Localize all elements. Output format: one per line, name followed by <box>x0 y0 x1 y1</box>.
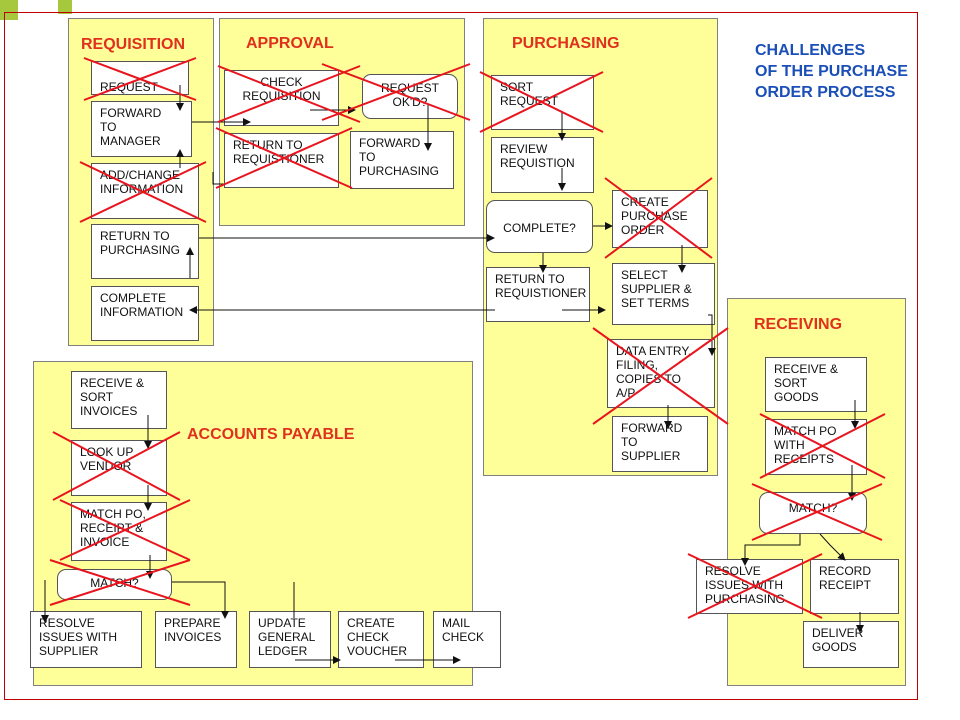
lane-title-receiving: RECEIVING <box>754 316 843 333</box>
step-update-general-ledger: UPDATE GENERAL LEDGER <box>249 611 331 668</box>
step-prepare-invoices: PREPARE INVOICES <box>155 611 237 668</box>
step-request-okd: REQUEST OK'D? <box>362 74 458 119</box>
lane-title-requisition: REQUISITION <box>81 36 186 53</box>
corner-accent-bar <box>58 0 72 14</box>
step-sort-request: SORT REQUEST <box>491 75 594 130</box>
challenges-title: CHALLENGES OF THE PURCHASE ORDER PROCESS <box>755 42 908 101</box>
lane-title-purchasing: PURCHASING <box>512 35 620 52</box>
step-complete-decision: COMPLETE? <box>486 200 593 253</box>
step-data-entry: DATA ENTRY, FILING, COPIES TO A/P <box>607 339 715 408</box>
step-review-requistion: REVIEW REQUISTION <box>491 137 594 193</box>
step-return-to-purchasing: RETURN TO PURCHASING <box>91 224 199 279</box>
step-forward-to-supplier: FORWARD TO SUPPLIER <box>612 416 708 472</box>
step-look-up-vendor: LOOK UP VENDOR <box>71 440 167 496</box>
step-match-po-receipts: MATCH PO WITH RECEIPTS <box>765 419 867 475</box>
step-select-supplier: SELECT SUPPLIER & SET TERMS <box>612 263 715 325</box>
step-forward-to-purchasing: FORWARD TO PURCHASING <box>350 131 454 189</box>
step-match-po-receipt-invoice: MATCH PO, RECEIPT & INVOICE <box>71 502 167 561</box>
step-request: REQUEST <box>91 61 189 95</box>
lane-title-approval: APPROVAL <box>246 35 334 52</box>
slide-frame <box>4 12 918 700</box>
step-create-check-voucher: CREATE CHECK VOUCHER <box>338 611 424 668</box>
step-forward-to-manager: FORWARD TO MANAGER <box>91 101 192 157</box>
step-receive-sort-invoices: RECEIVE & SORT INVOICES <box>71 371 167 429</box>
step-resolve-issues-purchasing: RESOLVE ISSUES WITH PURCHASING <box>696 559 803 614</box>
step-record-receipt: RECORD RECEIPT <box>810 559 899 614</box>
step-complete-information: COMPLETE INFORMATION <box>91 286 199 341</box>
step-return-to-requistioner-purchasing: RETURN TO REQUISTIONER <box>486 267 590 322</box>
step-add-change-information: ADD/CHANGE INFORMATION <box>91 163 199 219</box>
lane-title-accounts-payable: ACCOUNTS PAYABLE <box>187 426 355 443</box>
step-deliver-goods: DELIVER GOODS <box>803 621 899 668</box>
step-receive-sort-goods: RECEIVE & SORT GOODS <box>765 357 867 412</box>
step-match-receiving: MATCH? <box>759 492 867 534</box>
step-return-to-requisitioner-approval: RETURN TO REQUISTIONER <box>224 133 339 188</box>
step-create-purchase-order: CREATE PURCHASE ORDER <box>612 190 708 248</box>
step-check-requisition: CHECK REQUISITION <box>224 70 339 126</box>
step-mail-check: MAIL CHECK <box>433 611 501 668</box>
step-resolve-issues-supplier: RESOLVE ISSUES WITH SUPPLIER <box>30 611 142 668</box>
step-match-ap: MATCH? <box>57 569 172 600</box>
